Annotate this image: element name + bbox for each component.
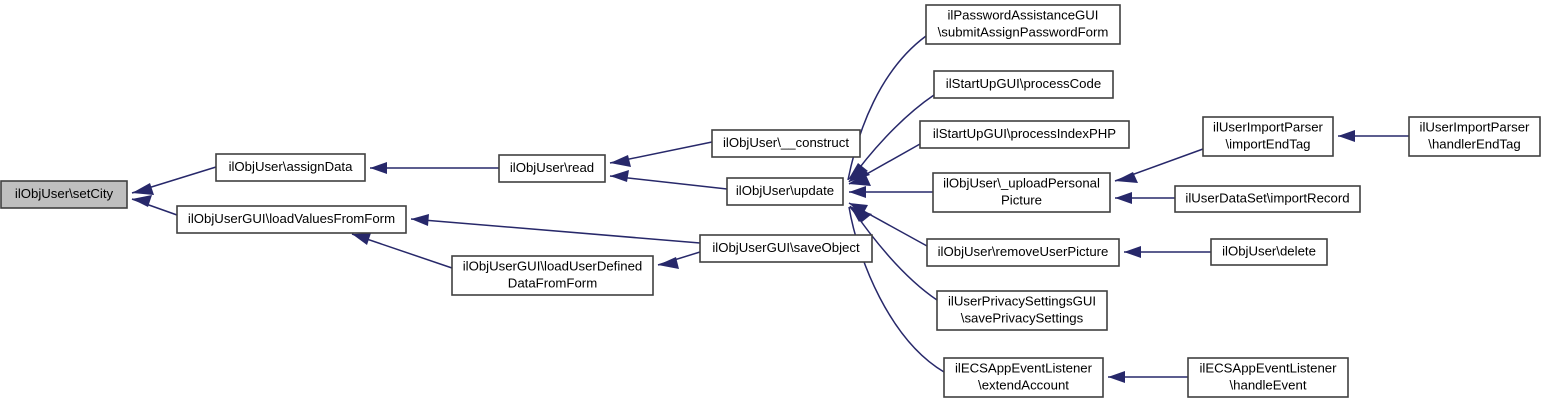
node-box[interactable] [926, 238, 1120, 267]
graph-node-removeUserPicture[interactable]: ilObjUser\removeUserPicture [926, 238, 1120, 267]
call-edge-submitAssignPasswordForm-to-update [847, 35, 927, 181]
arrowhead-icon [411, 214, 429, 226]
arrowhead-icon [132, 195, 152, 207]
arrowhead-icon [610, 170, 629, 182]
graph-node-loadValuesFromForm[interactable]: ilObjUserGUI\loadValuesFromForm [176, 205, 407, 234]
arrowhead-icon [658, 257, 679, 269]
graph-node-read[interactable]: ilObjUser\read [498, 154, 606, 183]
arrowhead-icon [352, 233, 371, 245]
arrowhead-icon [1115, 172, 1138, 183]
arrowhead-icon [1115, 192, 1132, 204]
node-box[interactable] [1202, 116, 1334, 157]
arrowhead-icon [132, 183, 154, 195]
arrowhead-icon [610, 155, 631, 167]
node-box[interactable] [498, 154, 606, 183]
graph-node-processIndexPHP[interactable]: ilStartUpGUI\processIndexPHP [919, 120, 1130, 149]
call-edge-update-to-read [609, 175, 728, 190]
node-box[interactable] [711, 129, 861, 158]
node-box[interactable] [919, 120, 1130, 149]
graph-node-delete[interactable]: ilObjUser\delete [1210, 238, 1328, 266]
arrowhead-icon [849, 186, 866, 198]
graph-node-importEndTag[interactable]: ilUserImportParser\importEndTag [1202, 116, 1334, 157]
arrowhead-icon [849, 207, 872, 222]
node-box[interactable] [215, 153, 366, 182]
call-edge-processCode-to-update [848, 94, 935, 183]
node-box[interactable] [925, 4, 1121, 45]
call-edge-extendAccount-to-update [848, 206, 945, 373]
graph-node-submitAssignPasswordForm[interactable]: ilPasswordAssistanceGUI\submitAssignPass… [925, 4, 1121, 45]
node-box[interactable] [932, 172, 1111, 213]
node-box[interactable] [699, 234, 873, 263]
node-box[interactable] [1408, 116, 1541, 157]
arrowhead-icon [849, 166, 870, 182]
node-box[interactable] [451, 255, 654, 296]
graph-node-assignData[interactable]: ilObjUser\assignData [215, 153, 366, 182]
call-edge-saveObject-to-loadValuesFromForm [410, 218, 701, 244]
graph-node-construct[interactable]: ilObjUser\__construct [711, 129, 861, 158]
graph-node-importRecord[interactable]: ilUserDataSet\importRecord [1174, 185, 1361, 213]
node-box[interactable] [1187, 357, 1349, 398]
graph-node-processCode[interactable]: ilStartUpGUI\processCode [933, 70, 1114, 99]
arrowhead-icon [1108, 371, 1125, 383]
arrowhead-icon [1338, 130, 1355, 142]
arrowhead-icon [1124, 246, 1141, 258]
node-box[interactable] [1174, 185, 1361, 213]
node-box[interactable] [0, 180, 128, 209]
node-box[interactable] [176, 205, 407, 234]
graph-node-handlerEndTag[interactable]: ilUserImportParser\handlerEndTag [1408, 116, 1541, 157]
node-box[interactable] [1210, 238, 1328, 266]
call-edge-processIndexPHP-to-update [848, 143, 921, 185]
graph-node-handleEvent[interactable]: ilECSAppEventListener\handleEvent [1187, 357, 1349, 398]
node-box[interactable] [943, 357, 1104, 398]
arrowhead-icon [370, 162, 387, 174]
nodes-layer: ilObjUser\setCity ilObjUser\assignData ilO… [0, 4, 1541, 398]
graph-node-update[interactable]: ilObjUser\update [726, 177, 844, 206]
arrowhead-icon [849, 175, 871, 186]
graph-node-saveObject[interactable]: ilObjUserGUI\saveObject [699, 234, 873, 263]
node-box[interactable] [933, 70, 1114, 99]
node-box[interactable] [936, 290, 1108, 331]
graph-node-savePrivacySettings[interactable]: ilUserPrivacySettingsGUI\savePrivacySett… [936, 290, 1108, 331]
graph-node-setCity[interactable]: ilObjUser\setCity [0, 180, 128, 209]
node-box[interactable] [726, 177, 844, 206]
graph-node-extendAccount[interactable]: ilECSAppEventListener\extendAccount [943, 357, 1104, 398]
edges-layer [131, 35, 1409, 383]
